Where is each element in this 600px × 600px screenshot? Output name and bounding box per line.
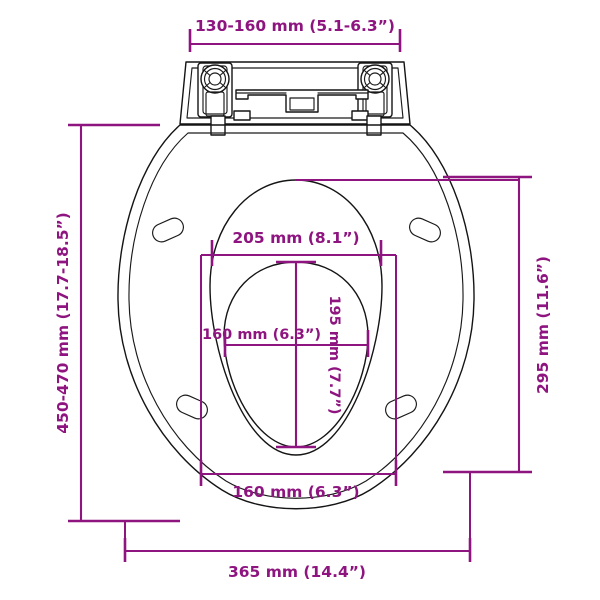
bumper-pad-bottom-left bbox=[176, 394, 208, 420]
dimension-bowl-depth-right: 295 mm (11.6”) bbox=[443, 175, 552, 474]
dimension-opening-width-bottom: 160 mm (6.3”) bbox=[199, 254, 398, 501]
hinge-bolt-left-spoke-se bbox=[219, 82, 226, 88]
dimension-opening-width-mid: 160 mm (6.3”) bbox=[202, 327, 370, 357]
hinge-bolt-right-ring-mid bbox=[363, 67, 387, 91]
hinge-bridge-slot bbox=[289, 97, 315, 111]
dimension-opening-height-label: 195 mm (7.7”) bbox=[326, 295, 342, 414]
hinge-bridge-profile bbox=[235, 89, 369, 113]
hinge-center-bridge bbox=[235, 89, 369, 113]
hinge-bolt-left-spoke-ne bbox=[219, 70, 226, 76]
hinge-assembly bbox=[179, 61, 411, 136]
hinge-plate-inner-rim bbox=[186, 67, 404, 119]
hinge-bolt-left-spoke-nw bbox=[204, 70, 211, 76]
hinge-bolt-right-ring-inner bbox=[368, 72, 382, 86]
hinge-bolt-left-spoke-sw bbox=[204, 82, 211, 88]
bumper-pad-top-right bbox=[409, 217, 441, 243]
hinge-bolt-right-spoke-se bbox=[379, 82, 386, 88]
hinge-bolt-right-spoke-ne bbox=[379, 70, 386, 76]
hinge-bolt-left-ring-outer bbox=[200, 64, 230, 94]
hinge-bolt-left-ring-mid bbox=[203, 67, 227, 91]
dimension-opening-width-mid-label: 160 mm (6.3”) bbox=[202, 327, 321, 343]
hinge-bolt-left-ring-inner bbox=[208, 72, 222, 86]
dimension-opening-width-top: 205 mm (8.1”) bbox=[210, 179, 519, 266]
dimension-opening-width-bottom-label: 160 mm (6.3”) bbox=[232, 483, 359, 501]
hinge-bolt-right-spoke-nw bbox=[364, 70, 371, 76]
bumper-pad-top-left bbox=[152, 217, 184, 243]
dimension-overall-length-label: 450-470 mm (17.7-18.5”) bbox=[54, 212, 72, 434]
seat-inner-rim bbox=[128, 132, 464, 499]
bumper-pad-bottom-right bbox=[385, 394, 417, 420]
dimension-hinge-width-label: 130-160 mm (5.1-6.3”) bbox=[195, 17, 395, 35]
dimension-overall-width: 365 mm (14.4”) bbox=[81, 472, 472, 581]
dimension-opening-height: 195 mm (7.7”) bbox=[276, 260, 342, 449]
seat-opening-outer bbox=[209, 179, 383, 456]
dimension-overall-length: 450-470 mm (17.7-18.5”) bbox=[54, 123, 180, 523]
hinge-tab-right bbox=[351, 110, 369, 121]
dimension-opening-width-top-label: 205 mm (8.1”) bbox=[232, 229, 359, 247]
dimension-bowl-depth-label: 295 mm (11.6”) bbox=[534, 256, 552, 394]
hinge-tab-left bbox=[233, 110, 251, 121]
hinge-bolt-right-ring-outer bbox=[360, 64, 390, 94]
hinge-bolt-left bbox=[197, 62, 233, 118]
dimension-hinge-width: 130-160 mm (5.1-6.3”) bbox=[188, 17, 402, 52]
seat-outer-contour bbox=[117, 124, 475, 510]
hinge-plate-outline bbox=[179, 61, 411, 125]
dimension-overall-width-label: 365 mm (14.4”) bbox=[228, 563, 366, 581]
hinge-bolt-right-spoke-sw bbox=[364, 82, 371, 88]
